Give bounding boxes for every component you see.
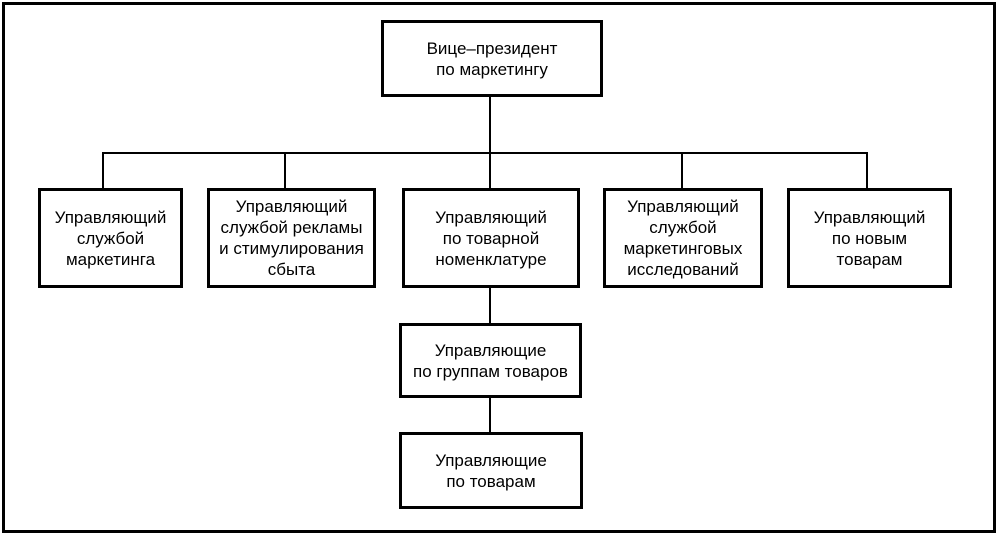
connector-horizontal-bus xyxy=(102,152,868,154)
connector-bus-to-advertising xyxy=(284,152,286,188)
connector-bus-to-research xyxy=(681,152,683,188)
org-node-vice-president-marketing: Вице–президент по маркетингу xyxy=(381,20,603,97)
org-node-new-products-manager: Управляющий по новым товарам xyxy=(787,188,952,288)
connector-root-to-bus xyxy=(489,97,491,154)
org-node-advertising-sales-promotion-manager: Управляющий службой рекламы и стимулиров… xyxy=(207,188,376,288)
org-node-product-nomenclature-manager: Управляющий по товарной номенклатуре xyxy=(402,188,580,288)
connector-nomenclature-to-product-groups xyxy=(489,288,491,323)
connector-bus-to-nomenclature xyxy=(489,152,491,188)
org-node-product-group-managers: Управляющие по группам товаров xyxy=(399,323,582,398)
org-node-marketing-service-manager: Управляющий службой маркетинга xyxy=(38,188,183,288)
org-node-product-managers: Управляющие по товарам xyxy=(399,432,583,509)
connector-product-groups-to-products xyxy=(489,398,491,432)
org-node-marketing-research-manager: Управляющий службой маркетинговых исслед… xyxy=(603,188,763,288)
connector-bus-to-new-products xyxy=(866,152,868,188)
connector-bus-to-marketing-service xyxy=(102,152,104,188)
